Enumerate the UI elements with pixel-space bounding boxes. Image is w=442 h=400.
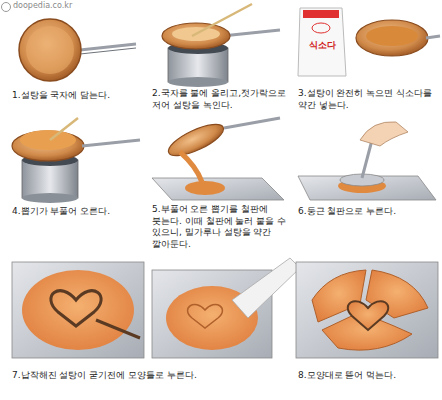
step-caption: 2.국자를 불에 올리고,젓가락으로 저어 설탕을 녹인다. <box>152 88 296 111</box>
step-caption: 8.모양대로 뜯어 먹는다. <box>298 370 438 382</box>
step-caption: 3.설탕이 완전히 녹으면 식소다를 약간 넣는다. <box>298 88 438 111</box>
step-caption: 1.설탕을 국자에 담는다. <box>12 90 144 102</box>
bag-label: 식소다 <box>305 40 339 52</box>
step-caption: 5.부풀어 오른 뽑기를 철판에 붓는다. 이때 철판에 눌러 붙을 수 있으니… <box>152 204 296 251</box>
step-caption: 7.납작해진 설탕이 굳기전에 모양틀로 누른다. <box>12 370 292 382</box>
step-caption: 4.뽑기가 부풀어 오른다. <box>12 206 144 218</box>
watermark: doopedia.co.kr <box>13 1 133 11</box>
step-caption: 6.둥근 철판으로 누른다. <box>298 206 438 218</box>
